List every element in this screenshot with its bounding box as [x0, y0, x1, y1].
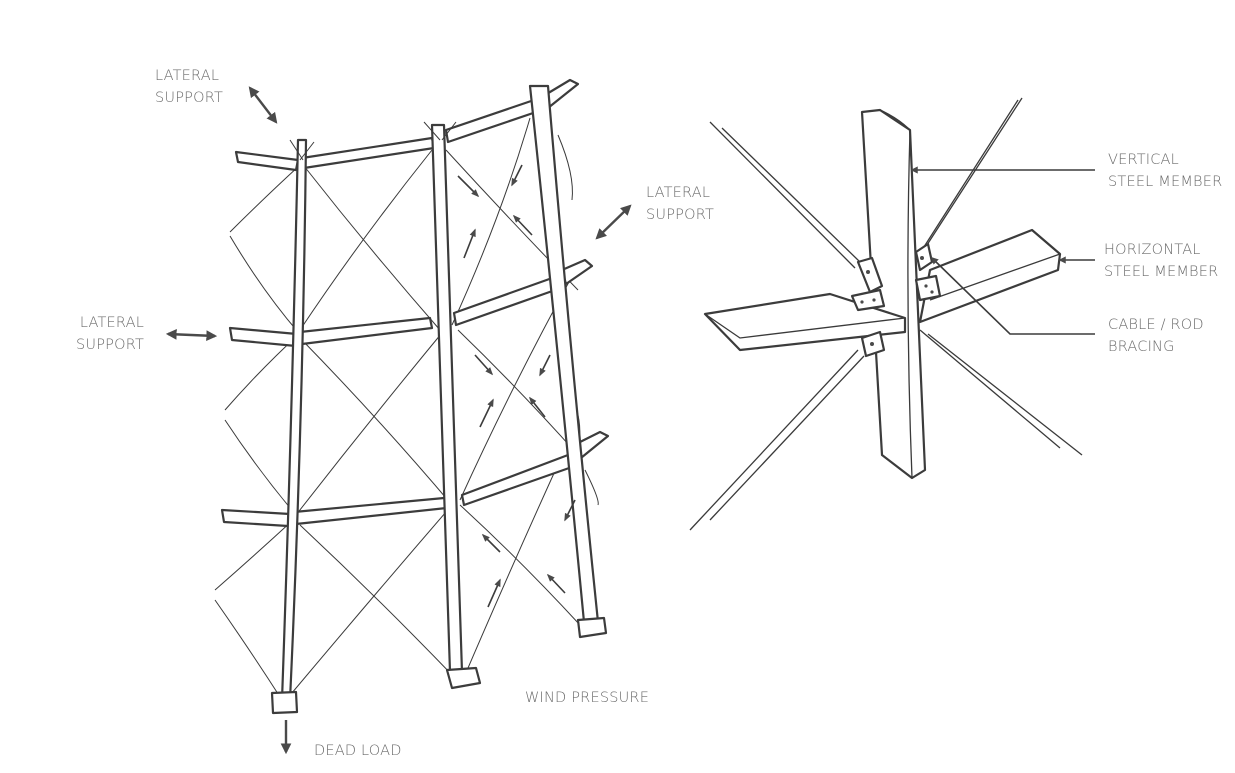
lateral-support-arrow-right: [595, 204, 632, 240]
label-line: DEAD LOAD: [314, 743, 402, 759]
label-line: LATERAL: [155, 68, 220, 84]
label-line: STEEL MEMBER: [1104, 264, 1219, 280]
force-arrows: [457, 164, 576, 608]
label-horizontal-steel-member: HORIZONTAL STEEL MEMBER: [1104, 239, 1218, 283]
label-line: BRACING: [1108, 339, 1175, 355]
label-cable-rod-bracing: CABLE / ROD BRACING: [1108, 314, 1204, 358]
label-vertical-steel-member: VERTICAL STEEL MEMBER: [1108, 149, 1222, 193]
label-line: SUPPORT: [155, 90, 223, 106]
label-wind-pressure: WIND PRESSURE: [525, 687, 649, 709]
label-lateral-support-right: LATERAL SUPPORT: [646, 182, 714, 226]
steel-columns: [280, 84, 600, 702]
braced-frame-view: [165, 78, 632, 755]
label-line: LATERAL: [79, 315, 144, 331]
horizontal-steel-member-right: [918, 228, 1062, 324]
label-lateral-support-top: LATERAL SUPPORT: [155, 65, 223, 109]
connection-detail-view: [689, 97, 1095, 531]
label-line: SUPPORT: [646, 207, 714, 223]
connection-plates: [850, 242, 942, 358]
label-line: SUPPORT: [76, 337, 144, 353]
lateral-support-arrow-left: [165, 328, 218, 342]
base-plates: [270, 616, 608, 715]
label-line: WIND PRESSURE: [525, 690, 650, 706]
lateral-support-arrow-top: [248, 86, 278, 124]
leader-cable-bracing: [930, 256, 1095, 335]
label-line: CABLE / ROD: [1108, 317, 1204, 333]
cable-bracing-left-bay: [214, 149, 456, 701]
label-lateral-support-left: LATERAL SUPPORT: [76, 312, 144, 356]
label-line: STEEL MEMBER: [1108, 174, 1223, 190]
detail-cables: [689, 97, 1083, 531]
label-line: LATERAL: [646, 185, 711, 201]
label-line: HORIZONTAL: [1104, 242, 1201, 258]
label-line: VERTICAL: [1108, 152, 1179, 168]
label-dead-load: DEAD LOAD: [314, 740, 402, 762]
